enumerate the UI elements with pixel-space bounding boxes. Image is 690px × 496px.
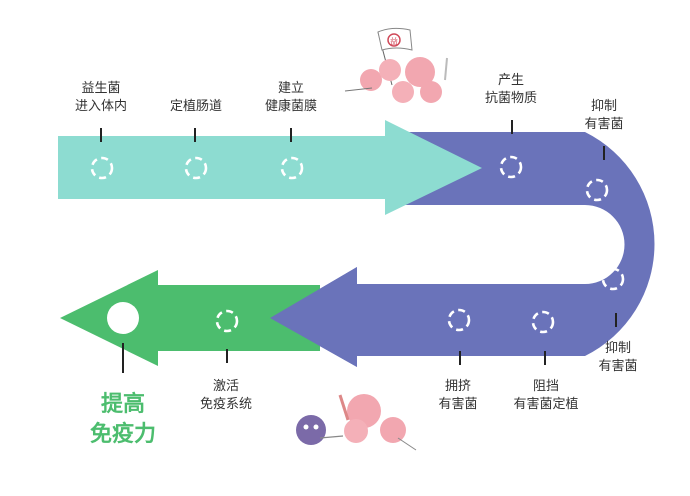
- tick-enter: [100, 128, 102, 142]
- marker-activate: [215, 309, 239, 333]
- marker-block: [531, 310, 555, 334]
- step-label-inhibit2: 抑制有害菌: [598, 341, 638, 374]
- step-label-membrane: 建立健康菌膜: [264, 81, 318, 114]
- flag-symbol: 益: [390, 36, 398, 46]
- tick-block: [544, 351, 546, 365]
- marker-colonize: [184, 156, 208, 180]
- marker-inhibit1: [585, 178, 609, 202]
- step-label-antibacterial: 产生抗菌物质: [484, 73, 538, 106]
- marker-inhibit2: [601, 267, 625, 291]
- tick-inhibit1: [603, 146, 605, 160]
- tick-goal: [122, 343, 124, 373]
- goal-marker: [107, 302, 139, 334]
- tick-colonize: [194, 128, 196, 142]
- step-label-enter: 益生菌进入体内: [74, 81, 128, 114]
- step-label-crowd: 拥挤有害菌: [438, 379, 478, 412]
- goal-label: 提高免疫力: [89, 392, 157, 447]
- tick-activate: [226, 349, 228, 363]
- tick-antibacterial: [511, 120, 513, 134]
- step-label-block: 阻挡有害菌定植: [513, 379, 579, 412]
- tick-membrane: [290, 128, 292, 142]
- teal-band: [58, 136, 388, 199]
- tick-inhibit2: [615, 313, 617, 327]
- marker-crowd: [447, 308, 471, 332]
- tick-crowd: [459, 351, 461, 365]
- step-label-activate: 激活免疫系统: [199, 379, 253, 412]
- bottom-mascot-group: [296, 394, 417, 451]
- marker-membrane: [280, 156, 304, 180]
- marker-antibacterial: [499, 155, 523, 179]
- marker-enter: [90, 156, 114, 180]
- step-label-colonize: 定植肠道: [169, 99, 223, 114]
- teal-arrowhead: [385, 120, 482, 215]
- step-label-inhibit1: 抑制有害菌: [584, 99, 624, 132]
- top-mascot-group: 益: [344, 27, 448, 103]
